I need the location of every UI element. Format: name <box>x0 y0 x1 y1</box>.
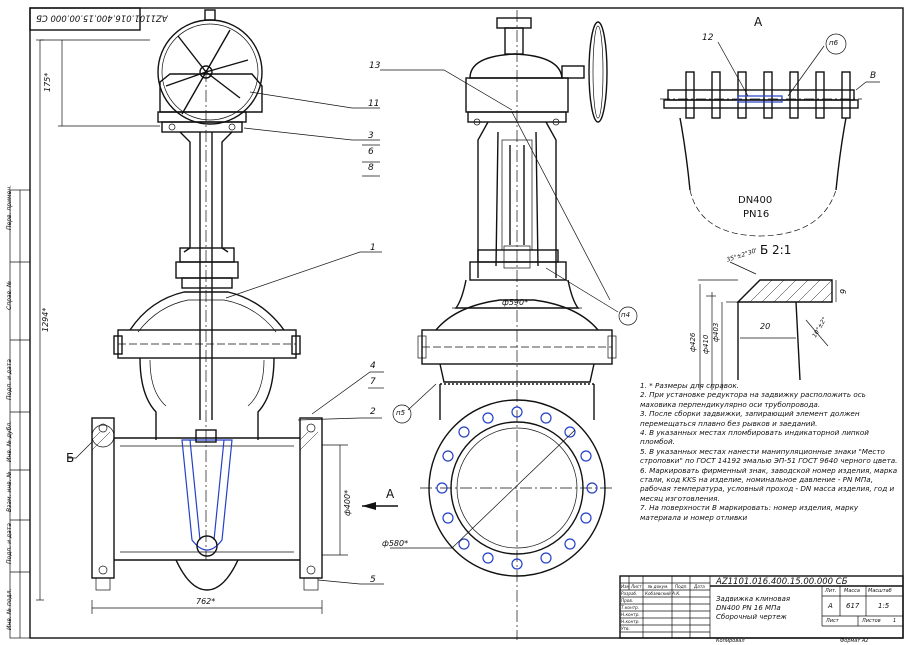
view-a <box>660 33 880 237</box>
note-1: 1. * Размеры для справок. <box>640 381 739 390</box>
gearbox-housing <box>159 73 263 113</box>
dim-1294: 1294* <box>41 307 50 332</box>
tb-col-podp: Подп. <box>675 584 688 589</box>
callout-2: 2 <box>370 407 376 417</box>
tb-row-razrab: Разраб. <box>621 591 638 596</box>
gate-wedge <box>181 439 233 551</box>
tb-copied: Копировал <box>716 638 745 644</box>
title-block-grid <box>619 575 904 639</box>
side-handwheel <box>588 21 608 123</box>
detail-b-len9: 9 <box>839 288 848 294</box>
tb-mass-header: Масса <box>844 588 860 594</box>
callout-6: 6 <box>368 147 374 157</box>
side-strip-podp2: Подп. и дата <box>6 523 13 564</box>
callout-8: 8 <box>368 163 374 173</box>
tb-row-tkontr: Т.контр. <box>621 605 640 610</box>
tb-scale-header: Масштаб <box>868 588 892 594</box>
tb-mass-value: 617 <box>846 602 860 610</box>
detail-b-title: Б 2:1 <box>760 243 792 257</box>
callout-7: 7 <box>370 377 376 387</box>
tb-sheets-label: Листов <box>862 618 881 624</box>
callout-13: 13 <box>369 61 381 71</box>
left-flange-end <box>91 417 115 579</box>
dim-590: ф590* <box>502 298 529 307</box>
note-2: 2. При установке редуктора на задвижку р… <box>640 390 866 409</box>
view-a-pn: PN16 <box>743 209 770 220</box>
technical-notes: 1. * Размеры для справок. 2. При установ… <box>640 381 898 522</box>
view-a-dn: DN400 <box>738 195 773 206</box>
callout-5: 5 <box>370 575 376 585</box>
callout-b: Б <box>66 451 75 465</box>
callout-1: 1 <box>370 243 376 253</box>
callout-p4: п4 <box>621 311 631 319</box>
tb-row-nkontr1: Н.контр. <box>621 612 640 617</box>
section-arrow-a: А <box>386 487 395 501</box>
callout-3: 3 <box>368 131 374 141</box>
note-5: 5. В указанных местах нанести манипуляци… <box>640 446 898 466</box>
note-7: 7. На поверхности В маркировать: номер и… <box>640 503 859 522</box>
detail-b-d426: ф426 <box>689 332 697 352</box>
side-strip-sprav: Справ. № <box>6 280 13 310</box>
flange-bolts <box>436 406 598 570</box>
detail-b-len20: 20 <box>760 322 771 331</box>
side-strip-grid <box>9 189 31 639</box>
note-6: 6. Маркировать фирменный знак, заводской… <box>640 465 898 503</box>
tb-name-3: Сборочный чертеж <box>716 613 787 621</box>
note-3: 3. После сборки задвижки, запирающий эле… <box>640 409 860 428</box>
top-stamp-text: AZ1101.016.400.15.00.000 СБ <box>36 12 168 23</box>
note-4: 4. В указанных местах пломбировать индик… <box>640 428 869 447</box>
dim-580: ф580* <box>382 539 409 548</box>
tb-lit-header: Лит. <box>825 588 837 594</box>
detail-b-d410: ф410 <box>702 334 710 354</box>
callout-p5: п5 <box>396 409 406 417</box>
tb-row-prov: Пров. <box>621 598 634 603</box>
tb-col-ndoc: № докум. <box>648 584 669 589</box>
detail-b <box>698 261 837 390</box>
side-strip-inv-podl: Инв. № подл. <box>6 588 13 630</box>
dim-175: 175* <box>43 72 52 92</box>
top-stamp-box <box>29 7 141 31</box>
callout-p6: п6 <box>829 39 839 47</box>
tb-col-data: Дата <box>694 584 705 589</box>
tb-col-list: Лист <box>631 584 642 589</box>
side-view <box>362 10 638 640</box>
tb-col-izm: Изм <box>621 584 630 589</box>
tb-lit-value: А <box>828 602 833 610</box>
view-a-title: А <box>754 15 763 29</box>
tb-sheets-value: 1 <box>893 618 897 624</box>
tb-name-1: Задвижка клиновая <box>716 595 791 603</box>
callout-12: 12 <box>702 33 714 43</box>
tb-row-utv: Утв. <box>621 626 630 631</box>
callout-v: В <box>870 71 877 81</box>
front-view <box>36 9 384 614</box>
actuator-top <box>469 53 563 79</box>
tb-format: Формат А2 <box>840 638 869 644</box>
tb-designation: AZ1101.016.400.15.00.000 СБ <box>716 577 848 587</box>
detail-b-d403: ф403 <box>712 322 720 342</box>
tb-row-nkontr2: Н.контр. <box>621 619 640 624</box>
side-strip-perv: Перв. примен. <box>6 184 13 230</box>
dim-762: 762* <box>196 597 216 606</box>
tb-name-2: DN400 PN 16 МПа <box>716 604 781 612</box>
right-flange-end <box>299 417 323 579</box>
tb-razrab-name: Кобзевский А.К. <box>645 591 681 596</box>
handwheel <box>157 19 263 125</box>
side-strip-vzam: Взам. инв. № <box>6 471 13 512</box>
tb-scale-value: 1:5 <box>878 602 890 610</box>
side-strip-podp1: Подп. и дата <box>6 359 13 400</box>
dim-400: ф400* <box>343 489 352 516</box>
callout-11: 11 <box>368 99 380 109</box>
body-dome <box>129 291 285 331</box>
tb-sheet-label: Лист <box>826 618 839 624</box>
callout-4: 4 <box>370 361 376 371</box>
side-strip-inv-dubl: Инв. № дубл. <box>6 420 13 462</box>
